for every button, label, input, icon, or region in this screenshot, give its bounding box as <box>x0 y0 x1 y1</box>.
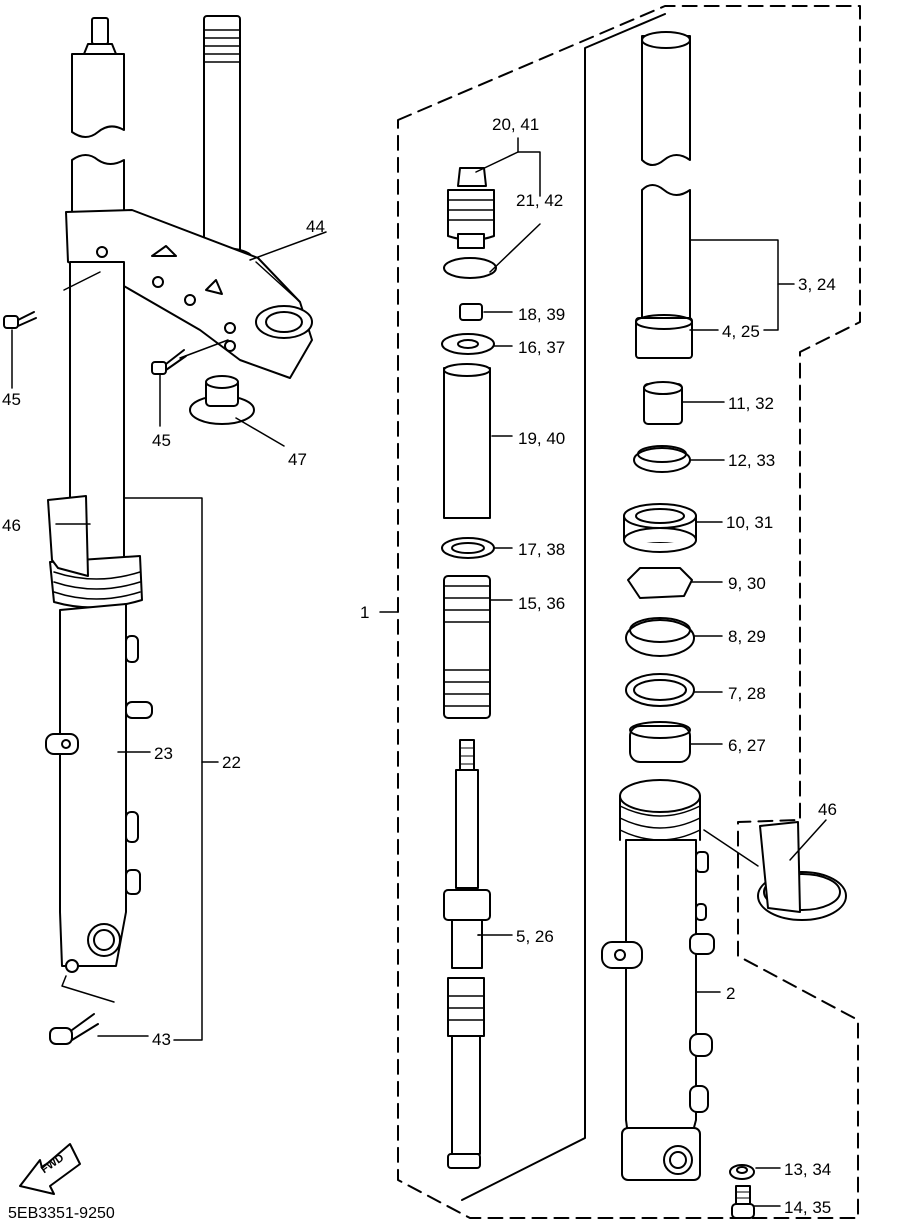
callout-7-28: 7, 28 <box>728 684 766 703</box>
callout-22: 22 <box>222 753 241 772</box>
left-leader-lines <box>11 231 327 1041</box>
bolt-43 <box>49 1013 99 1045</box>
callout-3-24: 3, 24 <box>798 275 836 294</box>
inner-guide-line <box>461 13 666 1201</box>
callout-12-33: 12, 33 <box>728 451 776 470</box>
callout-45-a: 45 <box>2 390 21 409</box>
callout-13-34: 13, 34 <box>784 1160 832 1179</box>
callout-19-40: 19, 40 <box>518 429 566 448</box>
callout-46-a: 46 <box>2 516 21 535</box>
callout-45-b: 45 <box>152 431 171 450</box>
callout-10-31: 10, 31 <box>726 513 774 532</box>
bolt-45-b <box>151 349 187 375</box>
callout-2: 2 <box>726 984 736 1003</box>
callout-14-35: 14, 35 <box>784 1198 832 1217</box>
callout-44: 44 <box>306 217 325 236</box>
right-leader-lines <box>477 239 827 1207</box>
right-parts <box>601 31 847 1219</box>
callout-23: 23 <box>154 744 173 763</box>
fwd-arrow-icon <box>19 1143 81 1195</box>
callout-18-39: 18, 39 <box>518 305 566 324</box>
callout-16-37: 16, 37 <box>518 338 566 357</box>
callout-6-27: 6, 27 <box>728 736 766 755</box>
callout-9-30: 9, 30 <box>728 574 766 593</box>
callout-46-b: 46 <box>818 800 837 819</box>
callout-1: 1 <box>360 603 370 622</box>
callout-47: 47 <box>288 450 307 469</box>
callout-20-41: 20, 41 <box>492 115 540 134</box>
document-code: 5EB3351-9250 <box>8 1205 115 1222</box>
callout-5-26: 5, 26 <box>516 927 554 946</box>
center-parts <box>441 167 497 1169</box>
part-46-left <box>47 495 89 577</box>
center-leader-lines <box>379 137 541 936</box>
callout-15-36: 15, 36 <box>518 594 566 613</box>
callout-17-38: 17, 38 <box>518 540 566 559</box>
callout-4-25: 4, 25 <box>722 322 760 341</box>
callout-43: 43 <box>152 1030 171 1049</box>
callout-21-42: 21, 42 <box>516 191 564 210</box>
callout-8-29: 8, 29 <box>728 627 766 646</box>
callout-11-32: 11, 32 <box>728 394 775 413</box>
bolt-45-a <box>3 311 37 329</box>
assembly-boundary-dashed <box>397 5 861 1219</box>
left-fork-assembly <box>3 15 313 1045</box>
